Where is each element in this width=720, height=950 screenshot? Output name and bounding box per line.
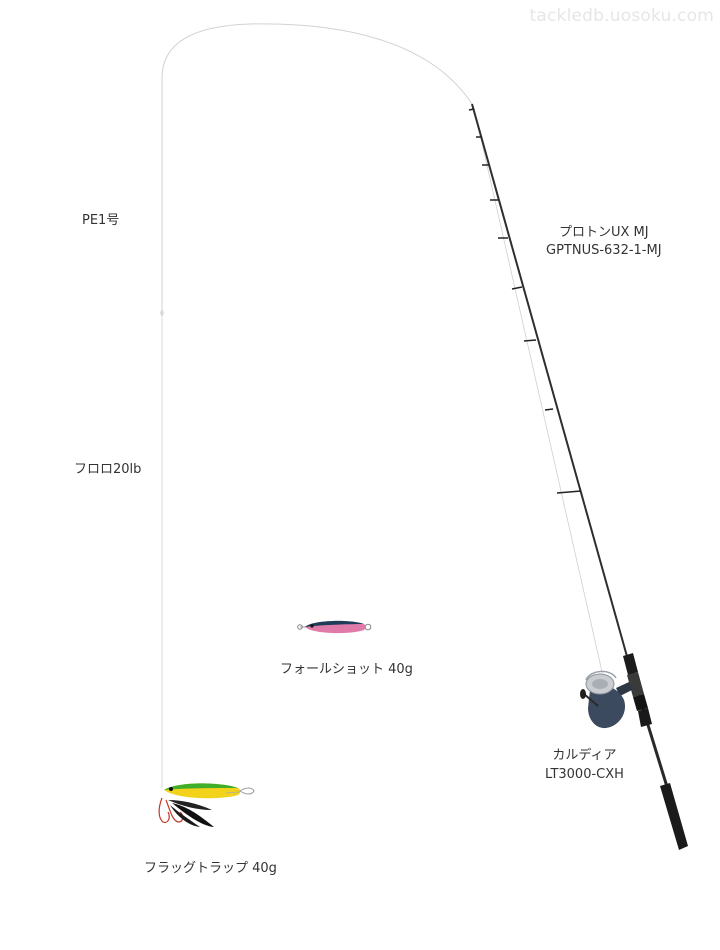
rod-guide <box>468 108 475 111</box>
rod <box>468 103 688 850</box>
lure2-rear-line <box>225 791 241 794</box>
rod-model: GPTNUS-632-1-MJ <box>546 243 662 258</box>
reel-label: カルディア LT3000-CXH <box>545 746 624 784</box>
main-line <box>161 23 473 312</box>
reel-body <box>588 685 626 729</box>
lure2-feather-2 <box>168 800 212 810</box>
leader-label: フロロ20lb <box>74 462 142 477</box>
rod-butt-joint <box>638 708 652 727</box>
main-line-label: PE1号 <box>82 213 120 228</box>
lure-fallshot-label: フォールショット 40g <box>280 662 413 677</box>
rod-reelseat <box>627 672 644 697</box>
line-to-reel <box>473 107 604 677</box>
lure2-feather-1 <box>172 803 214 827</box>
lure2-hook-1 <box>158 797 170 823</box>
rod-guide <box>556 490 582 494</box>
lure1-front-eye <box>297 624 303 630</box>
lure-flagtrap-label: フラッグトラップ 40g <box>144 861 277 876</box>
rod-guide <box>511 286 523 290</box>
lure1-eye <box>310 624 314 628</box>
line-knot <box>160 308 164 318</box>
reel-spool-inner <box>592 679 608 689</box>
reel-model: LT3000-CXH <box>545 767 624 782</box>
rod-guide <box>523 339 537 342</box>
lure1-rear-eye <box>364 623 372 631</box>
reel-foot <box>616 682 632 696</box>
lure-flagtrap-graphic <box>158 783 255 827</box>
watermark-text: tackledb.uosoku.com <box>529 6 714 26</box>
rod-rear-grip <box>660 783 688 850</box>
lure-fallshot-graphic <box>297 620 372 634</box>
lure2-back <box>164 783 238 790</box>
rod-name: プロトンUX MJ <box>558 225 649 240</box>
rod-reelseat-ring <box>633 694 648 711</box>
rod-label: プロトンUX MJ GPTNUS-632-1-MJ <box>546 224 662 260</box>
rod-foregrip <box>623 653 638 675</box>
reel-bail <box>585 670 617 681</box>
lure1-back <box>305 620 364 627</box>
reel-handle-arm <box>583 693 599 707</box>
reel-name: カルディア <box>552 748 617 763</box>
rod-guide <box>544 408 554 411</box>
reel-graphic <box>580 670 632 729</box>
lure2-rear-ring <box>239 787 255 795</box>
rod-blank <box>471 103 629 661</box>
reel-handle-knob <box>580 689 586 699</box>
lure2-eye <box>169 787 173 791</box>
